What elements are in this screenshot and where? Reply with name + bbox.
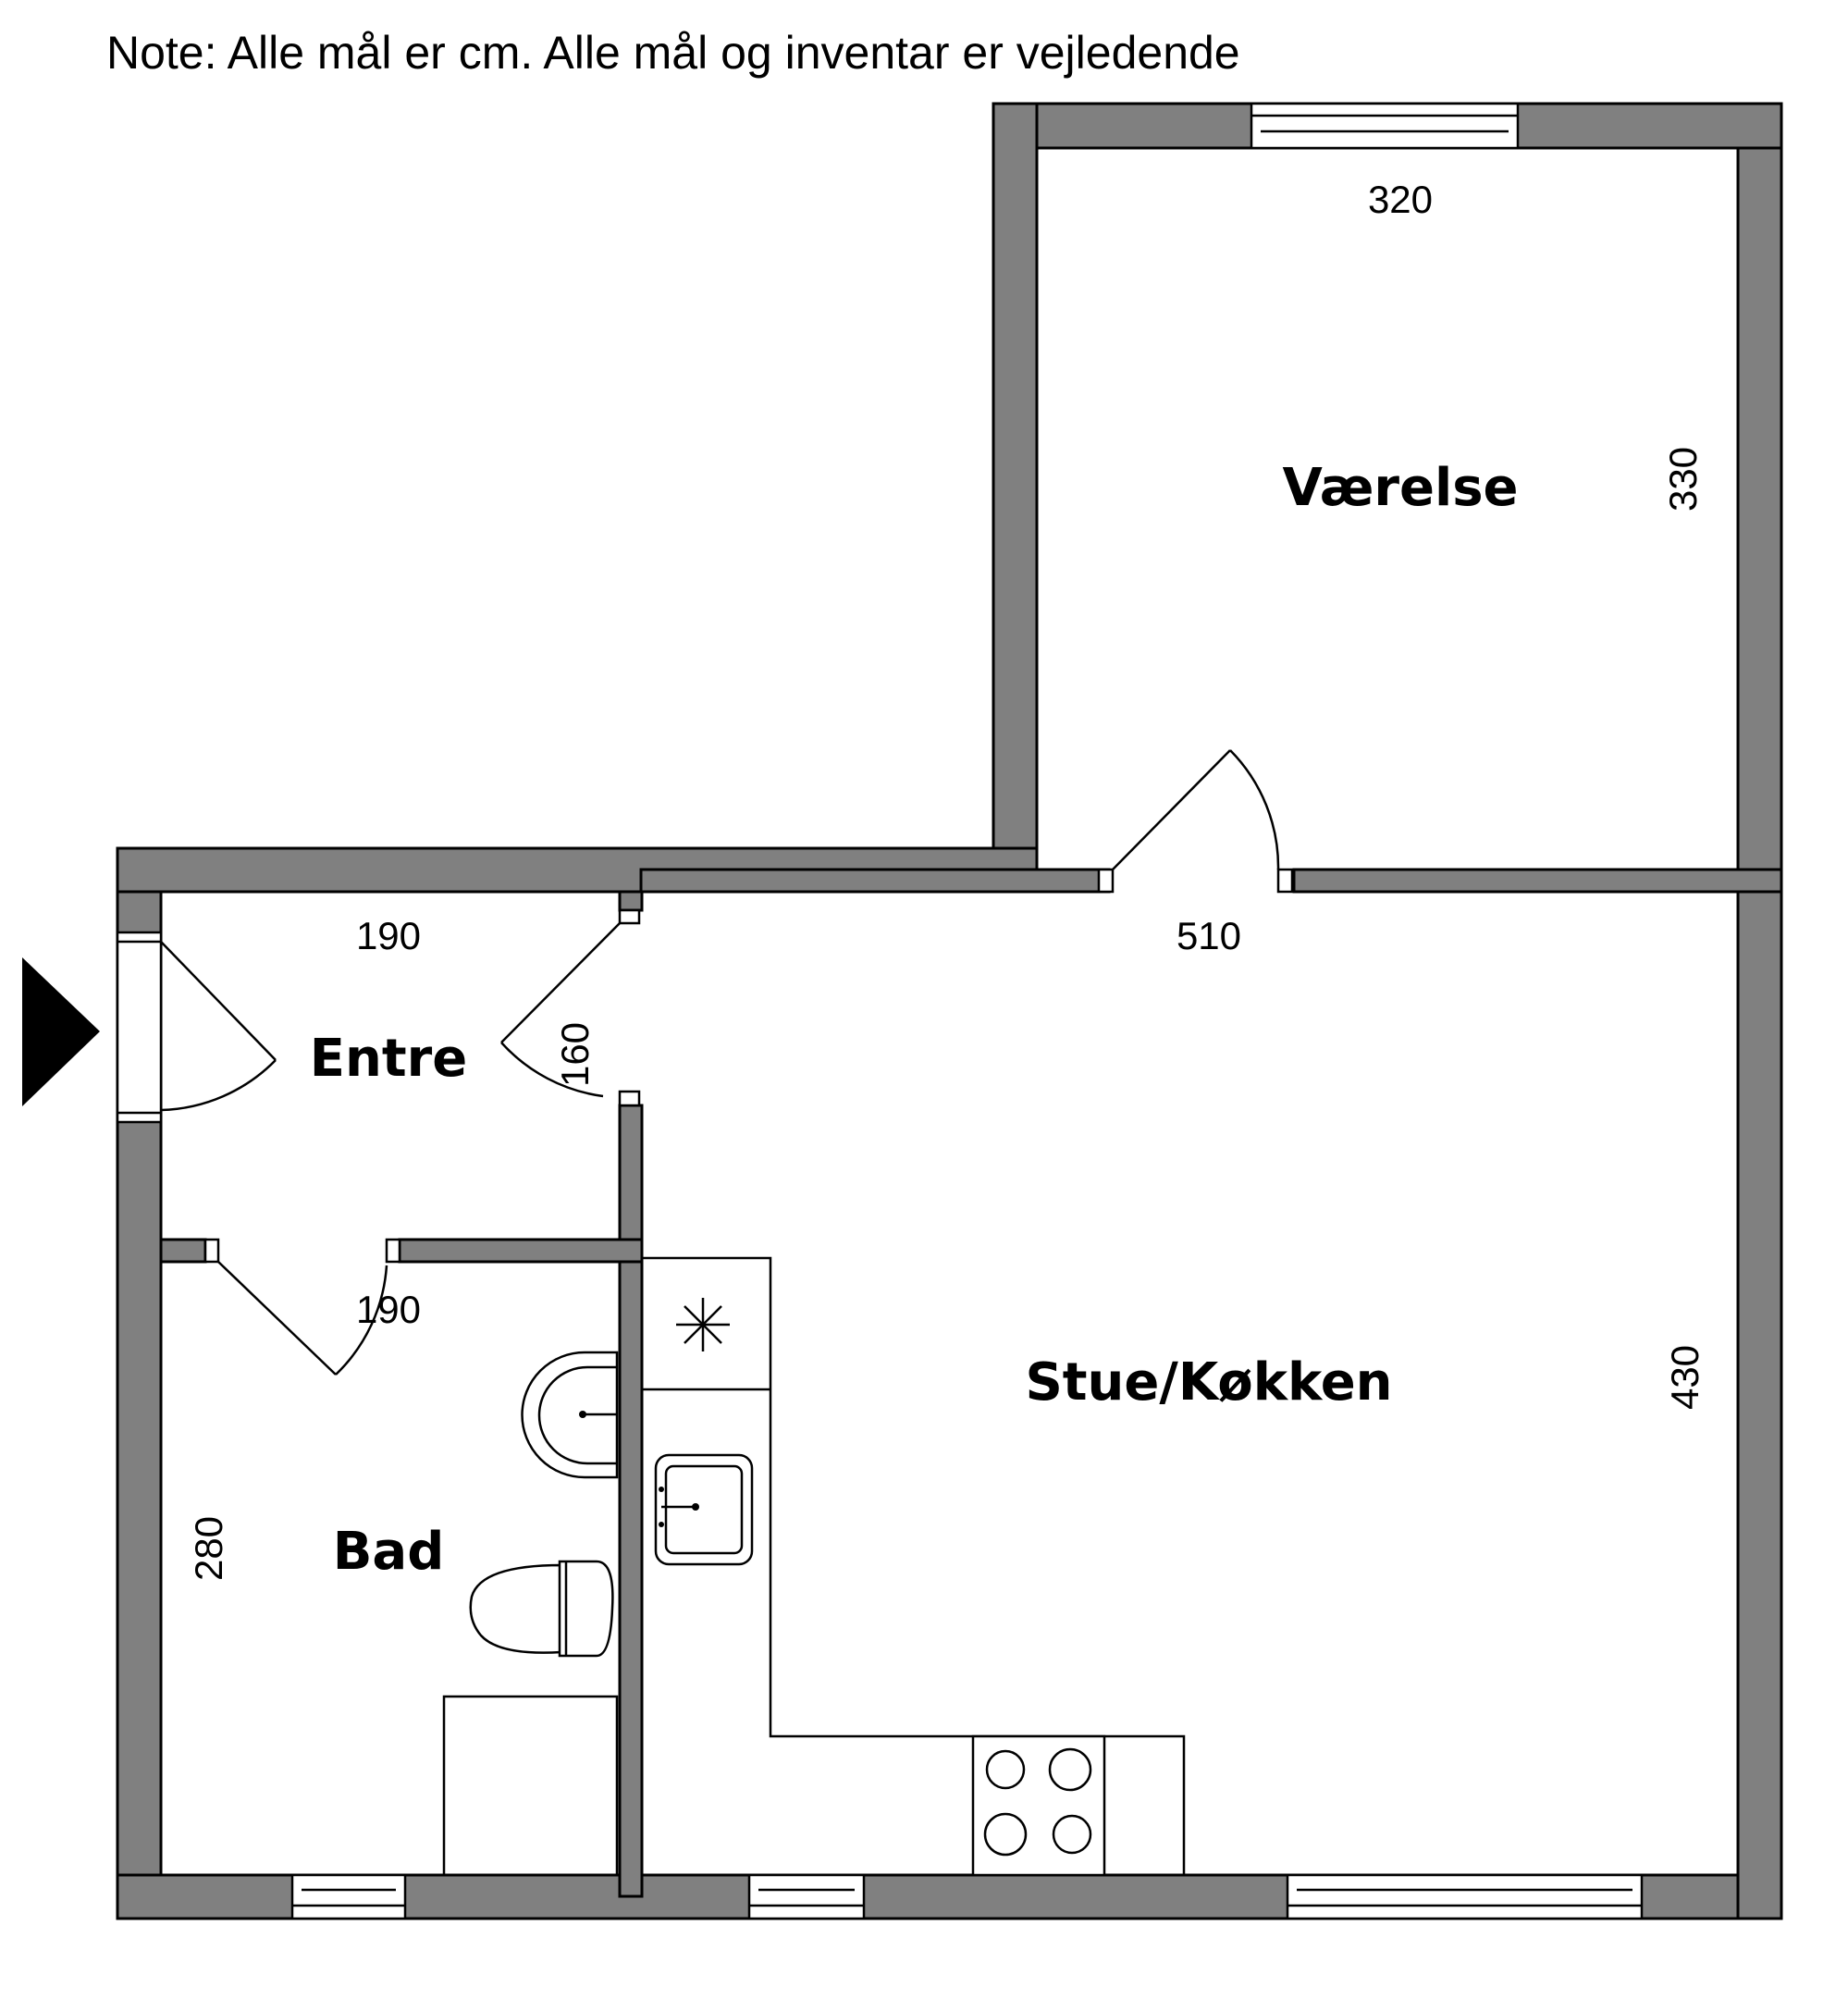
- bathroom: [442, 1351, 619, 1877]
- stue-depth: 430: [1663, 1345, 1706, 1410]
- dimension-labels: 320 330 190 160 510 430 190 280: [187, 178, 1706, 1581]
- toilet-icon: [469, 1560, 614, 1658]
- entre-width: 190: [356, 914, 421, 957]
- extractor-fan-icon: [676, 1298, 730, 1351]
- doors: [116, 749, 1294, 1376]
- kitchen: [642, 1256, 1186, 1877]
- room-labels: Værelse Entre Stue/Køkken Bad: [310, 458, 1519, 1582]
- window-bottom-kitchen: [747, 1873, 866, 1920]
- stue-door: [500, 908, 641, 1107]
- room-vaerelse-label: Værelse: [1282, 458, 1518, 518]
- bad-depth: 280: [187, 1516, 230, 1581]
- window-bottom-bad: [290, 1873, 407, 1920]
- window-bottom-stue: [1286, 1873, 1644, 1920]
- kitchen-sink-icon: [654, 1453, 754, 1566]
- plan-note: Note: Alle mål er cm. Alle mål og invent…: [106, 27, 1240, 79]
- bad-door: [203, 1238, 401, 1376]
- vaerelse-width: 320: [1368, 178, 1433, 221]
- window-top: [1250, 102, 1520, 150]
- room-bad-label: Bad: [333, 1522, 445, 1582]
- room-entre-label: Entre: [310, 1029, 468, 1089]
- bad-width: 190: [356, 1288, 421, 1331]
- washbasin-icon: [521, 1351, 619, 1479]
- entrance-door: [116, 931, 277, 1124]
- windows: [290, 102, 1644, 1920]
- entrance-arrow-icon: [22, 957, 100, 1106]
- stove-icon: [971, 1734, 1106, 1877]
- vaerelse-door: [1097, 749, 1294, 894]
- entre-depth: 160: [553, 1022, 597, 1087]
- walls: [116, 102, 1783, 1920]
- stue-width: 510: [1177, 914, 1241, 957]
- vaerelse-depth: 330: [1661, 447, 1705, 512]
- room-stue-label: Stue/Køkken: [1025, 1352, 1392, 1413]
- shower-area: [442, 1695, 619, 1877]
